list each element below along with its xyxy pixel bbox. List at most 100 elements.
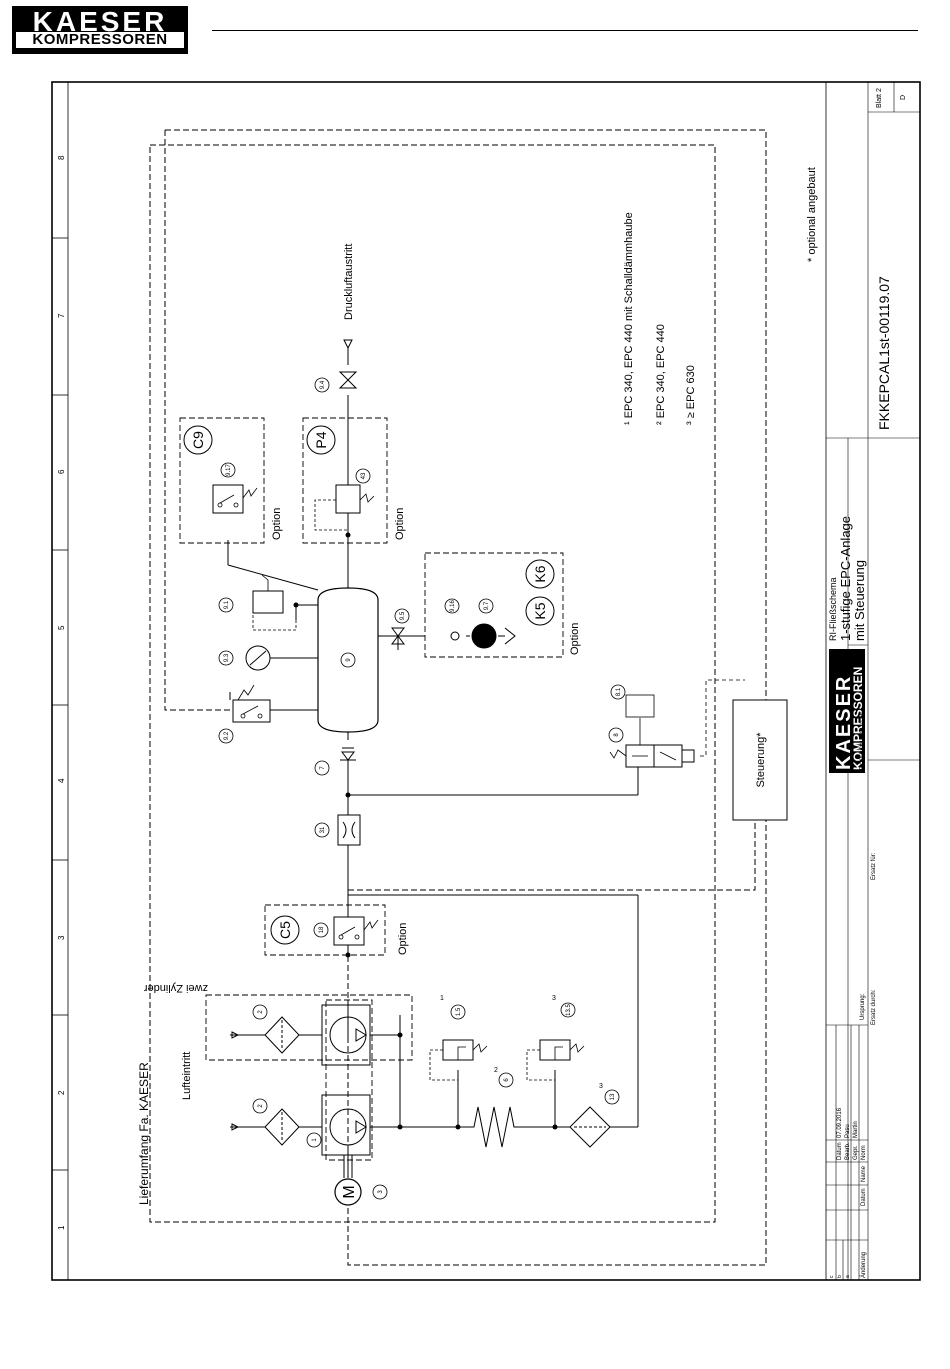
sup-2: 2 <box>494 1067 498 1074</box>
tag-9-16: 9.16 <box>450 600 456 612</box>
relief-valve-9-1 <box>252 590 284 614</box>
sheet-number: 2 <box>876 88 883 92</box>
orifice-31 <box>337 814 361 846</box>
condensate-drain-9-7 <box>471 623 497 649</box>
compressor-block-1 <box>321 1094 371 1156</box>
logo-line1: KAESER <box>32 6 168 37</box>
drawing-number: FKKEPCAL1st-00119.07 <box>876 276 892 430</box>
tag-9-5: 9.5 <box>400 611 406 620</box>
kaeser-logo: KAESER KOMPRESSOREN <box>12 6 188 54</box>
tag-8: 8 <box>614 733 620 737</box>
sup-3a: 3 <box>552 995 556 1002</box>
grid-num-2: 2 <box>57 1090 66 1095</box>
tag-9-1: 9.1 <box>224 600 230 609</box>
row-bearb-value: Pasu <box>845 1124 851 1138</box>
grid-numbers: 1 2 3 4 5 6 7 8 <box>57 155 66 1230</box>
tag-9-3: 9.3 <box>224 653 230 662</box>
titleblock-logo-line1: KAESER <box>833 675 855 770</box>
title-block: KAESER KOMPRESSOREN RI-Fließschema 1-stu… <box>826 82 920 1280</box>
row-bearb-label: Bearb. <box>845 1142 851 1160</box>
option-box-k5-k6 <box>424 552 564 658</box>
change-label: Änderung <box>860 1252 867 1278</box>
grid-num-6: 6 <box>57 469 66 474</box>
titleblock-logo-line2: KOMPRESSOREN <box>851 667 865 770</box>
logo-line2: KOMPRESSOREN <box>16 32 184 48</box>
doc-type: RI-Fließschema <box>828 577 838 641</box>
row-datum-label: Datum <box>837 1142 843 1160</box>
option-box-c5 <box>264 904 386 956</box>
title-line1: 1-stufige EPC-Anlage <box>838 516 853 641</box>
tag-1-5: 1.5 <box>456 1007 462 1016</box>
sheet-label: Blatt <box>876 94 883 108</box>
air-inlet-label: Lufteintritt <box>181 1052 193 1100</box>
sup-3b: 3 <box>599 1083 603 1090</box>
control-unit <box>732 699 788 821</box>
air-outlet-label: Druckluftaustritt <box>343 244 355 320</box>
sheet-of: D <box>900 95 907 100</box>
pressure-switch-18 <box>333 916 365 946</box>
header-rule <box>212 30 918 31</box>
tag-43: 43 <box>361 472 367 479</box>
tag-9-7: 9.7 <box>484 601 490 610</box>
code-k5: K5 <box>532 602 548 619</box>
tag-2a: 2 <box>258 1104 264 1108</box>
tag-13-5: 13.5 <box>566 1004 572 1016</box>
name-label: Name <box>861 1165 867 1182</box>
tag-9: 9 <box>346 658 352 662</box>
code-c9: C9 <box>190 431 206 449</box>
two-cylinder-box <box>205 994 413 1061</box>
compressor-block-2 <box>321 1004 371 1066</box>
sup-1: 1 <box>440 995 444 1002</box>
pressure-switch-9-17 <box>212 484 244 514</box>
motor-label: M <box>341 1185 358 1198</box>
tag-6: 6 <box>504 1078 510 1082</box>
row-gepr-value: Martin <box>853 1121 859 1138</box>
footnote-3: ³ ≥ EPC 630 <box>685 365 697 425</box>
option-label-c5: Option <box>397 923 409 955</box>
control-unit-label: Steuerung* <box>755 732 767 788</box>
option-label-k5: Option <box>569 623 581 655</box>
motor <box>334 1178 362 1206</box>
norm-label: Norm <box>861 1145 867 1160</box>
rev-b: b <box>837 1275 843 1278</box>
origin-label: Ursprung: <box>860 993 866 1020</box>
scope-boundary <box>149 144 716 1223</box>
row-datum-value: 07.09.2016 <box>837 1107 843 1138</box>
titleblock-logo <box>829 649 865 773</box>
two-cylinder-label: zwei Zylinder <box>143 982 208 994</box>
control-boundary <box>165 129 767 1266</box>
rev-c: c <box>829 1275 835 1278</box>
cooler-coil <box>458 1106 518 1148</box>
option-label-p4: Option <box>394 508 406 540</box>
option-box-p4 <box>302 417 388 544</box>
grid-num-5: 5 <box>57 625 66 630</box>
tag-9-4: 9.4 <box>320 380 326 389</box>
code-p4: P4 <box>313 431 329 448</box>
tag-1: 1 <box>312 1138 318 1142</box>
code-c5: C5 <box>277 921 293 939</box>
tag-7: 7 <box>320 766 326 770</box>
pressure-switch-9-2 <box>232 699 271 723</box>
grid-num-7: 7 <box>57 313 66 318</box>
option-label-c9: Option <box>271 508 283 540</box>
datum-label: Datum <box>861 1188 867 1206</box>
code-k6: K6 <box>532 565 548 582</box>
tag-13: 13 <box>610 1093 616 1100</box>
tag-9-2: 9.2 <box>224 731 230 740</box>
tag-18: 18 <box>319 926 325 933</box>
outlet-valve-9-4 <box>338 371 358 389</box>
tag-9-17: 9.17 <box>226 464 232 476</box>
grid-num-4: 4 <box>57 778 66 783</box>
footnote-1: ¹ EPC 340, EPC 440 mit Schalldämmhaube <box>623 212 635 425</box>
rev-a: a <box>845 1275 851 1278</box>
option-box-c9 <box>179 417 265 544</box>
tag-3: 3 <box>378 1190 384 1194</box>
tag-31: 31 <box>320 826 326 833</box>
row-gepr-label: Gepr. <box>853 1145 859 1160</box>
tag-8-1: 8.1 <box>616 687 622 696</box>
grid-num-8: 8 <box>57 155 66 160</box>
replaced-for: Ersatz für: <box>871 852 877 880</box>
footnote-2: ² EPC 340, EPC 440 <box>655 324 667 425</box>
origin-value: FKKEPCAL-00119.06 <box>860 711 866 770</box>
